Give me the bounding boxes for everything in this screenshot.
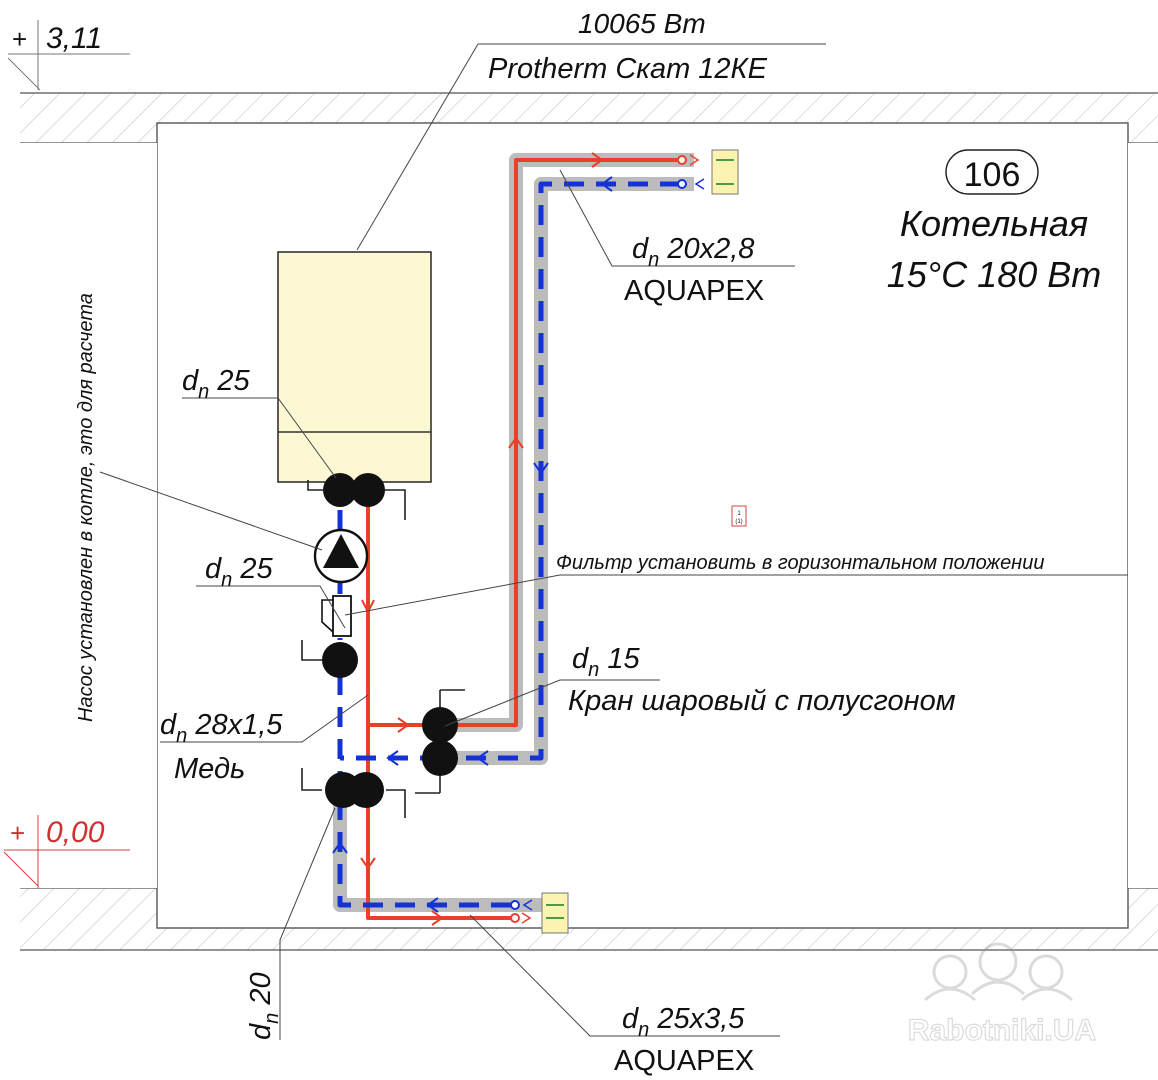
watermark-text: Rabotniki.UA (908, 1014, 1096, 1047)
filter-note: Фильтр установить в горизонтальном полож… (556, 552, 1044, 574)
filter-symbol (321, 595, 352, 637)
valve-size-label: dn 15 (572, 643, 640, 681)
label-fragment: n (221, 569, 232, 591)
return-valve (301, 640, 358, 678)
label-fragment: d (632, 233, 649, 265)
elevation-bottom-value: 0,00 (46, 816, 105, 849)
label-fragment: d (160, 709, 177, 741)
label-fragment: 15 (599, 643, 640, 675)
boiler (277, 251, 432, 483)
label-fragment: n (198, 381, 209, 403)
label-fragment: n (638, 1019, 649, 1041)
sheet-ref-top: 1 (737, 511, 741, 517)
elevation-top-sign: + (12, 24, 27, 54)
valve-name: Кран шаровый с полусгоном (568, 685, 956, 717)
label-fragment: 20х2,8 (659, 233, 754, 265)
terminal-bottom (510, 892, 569, 934)
elevation-top-value: 3,11 (46, 22, 102, 55)
elevation-top: + 3,11 (7, 20, 130, 91)
room-temp-load: 15°С 180 Вт (887, 254, 1102, 295)
leader-lines (99, 43, 1128, 1040)
label-fragment: 25 (209, 365, 250, 397)
watermark: Rabotniki.UA (907, 942, 1097, 1048)
label-fragment: n (588, 659, 599, 681)
label-fragment: d (205, 553, 222, 585)
label-fragment: d (622, 1003, 639, 1035)
riser-size-label: dn 20 (245, 972, 283, 1040)
elevation-bottom-sign: + (10, 818, 25, 848)
elevation-bottom: + 0,00 (3, 815, 130, 888)
bottom-pipe-material: AQUAPEX (614, 1045, 754, 1077)
top-pipe-size-label: dn 20х2,8 (632, 233, 754, 271)
room-name: Котельная (900, 203, 1088, 244)
boiler-model: Protherm Скат 12КЕ (488, 53, 768, 85)
label-fragment: n (648, 249, 659, 271)
room-number: 106 (964, 156, 1021, 194)
label-fragment: 28х1,5 (187, 709, 283, 741)
sheet-ref-bottom: (1) (735, 519, 742, 525)
boiler-power: 10065 Вт (578, 8, 706, 39)
label-fragment: d (572, 643, 589, 675)
label-fragment: n (261, 1013, 283, 1024)
top-pipe-material: AQUAPEX (624, 275, 764, 307)
copper-material: Медь (174, 753, 245, 785)
sheet-reference: 1 (1) (731, 505, 747, 527)
boiler-outlet-label: dn 25 (182, 365, 250, 403)
ball-valves (415, 689, 465, 794)
copper-size-label: dn 28х1,5 (160, 709, 283, 747)
room-tag: 106 (945, 149, 1039, 195)
pump-symbol (313, 528, 369, 584)
label-fragment: 25 (232, 553, 273, 585)
filter-size-label: dn 25 (205, 553, 273, 591)
label-fragment: 25х3,5 (649, 1003, 745, 1035)
bottom-pipe-size-label: dn 25х3,5 (622, 1003, 745, 1041)
label-fragment: d (245, 1023, 277, 1040)
watermark-logo-icon (924, 942, 1073, 1002)
flow-arrows (332, 152, 613, 926)
label-fragment: n (176, 725, 187, 747)
bottom-valves (301, 768, 406, 818)
supply-pipes (366, 158, 680, 920)
boiler-valves (307, 473, 406, 520)
label-fragment: 20 (245, 972, 277, 1012)
pump-note: Насос установлен в котле, это для расчет… (75, 293, 97, 722)
terminal-top (677, 149, 739, 195)
label-fragment: d (182, 365, 199, 397)
